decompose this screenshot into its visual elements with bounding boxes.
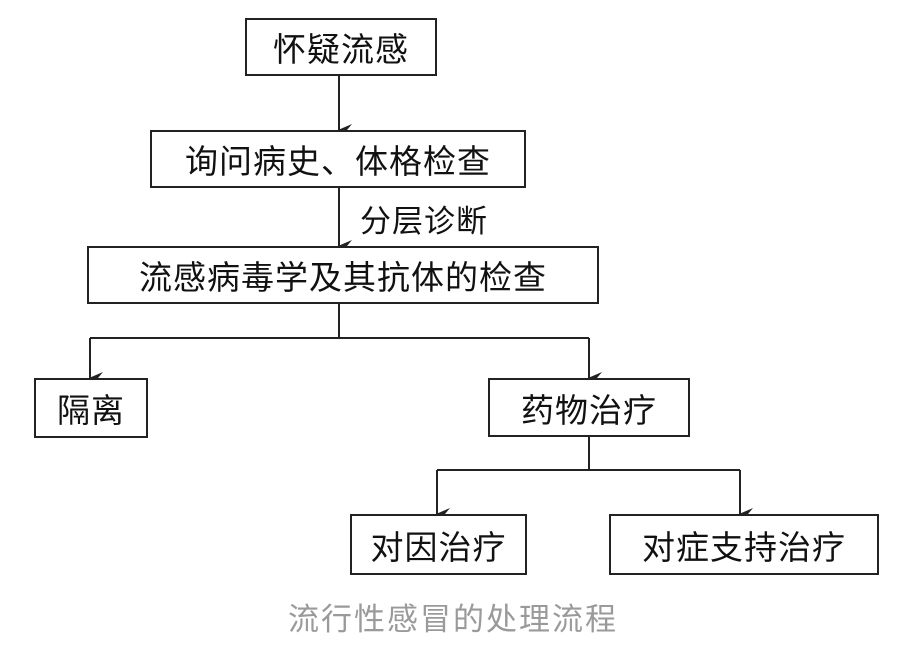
node-suspect-flu: 怀疑流感 <box>245 18 437 76</box>
node-isolation: 隔离 <box>34 378 148 438</box>
node-virus-antibody-test: 流感病毒学及其抗体的检查 <box>87 246 599 304</box>
node-drug-treatment: 药物治疗 <box>488 378 690 437</box>
edge-label-stratified-diagnosis: 分层诊断 <box>360 204 488 240</box>
node-symptomatic-supportive-treatment: 对症支持治疗 <box>609 514 879 575</box>
node-causal-treatment: 对因治疗 <box>350 514 527 575</box>
node-history-exam: 询问病史、体格检查 <box>150 130 526 188</box>
figure-caption: 流行性感冒的处理流程 <box>288 602 618 638</box>
